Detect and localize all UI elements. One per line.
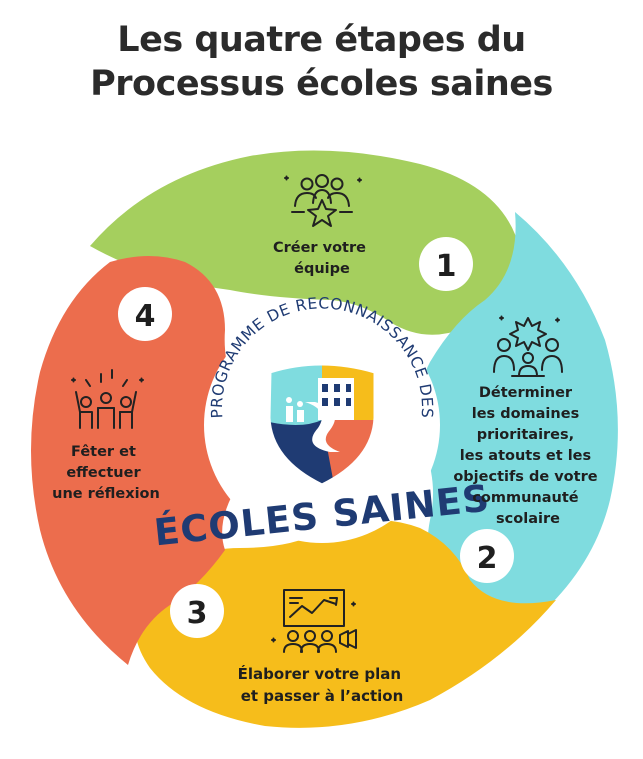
- step-2-badge: 2: [460, 529, 514, 583]
- celebration-icon: [71, 369, 144, 429]
- step-4-label: Fêter et effectuer une réflexion: [52, 444, 160, 502]
- logo-shield-outline: [267, 362, 377, 487]
- page-title: Les quatre étapes du Processus écoles sa…: [0, 18, 643, 106]
- title-line-1: Les quatre étapes du: [117, 20, 526, 60]
- step-1-label: Créer votre équipe: [273, 240, 371, 277]
- step-4-segment: [31, 256, 253, 665]
- discussion-icon: [493, 315, 563, 377]
- step-3-label: Élaborer votre plan et passer à l’action: [238, 664, 407, 705]
- step-1-segment: [90, 150, 522, 335]
- title-line-2: Processus écoles saines: [90, 64, 553, 104]
- step-3-segment: [135, 519, 556, 728]
- svg-text:4: 4: [135, 299, 156, 334]
- svg-text:3: 3: [187, 596, 208, 631]
- step-1-badge: 1: [419, 237, 473, 291]
- step-2-label: Déterminer les domaines prioritaires, le…: [453, 385, 602, 527]
- step-3-badge: 3: [170, 584, 224, 638]
- team-star-icon: [284, 174, 362, 227]
- presentation-icon: [271, 589, 357, 653]
- step-2-segment: [418, 212, 618, 614]
- step-4-badge: 4: [118, 287, 172, 341]
- svg-text:2: 2: [477, 541, 498, 576]
- svg-text:1: 1: [436, 249, 457, 284]
